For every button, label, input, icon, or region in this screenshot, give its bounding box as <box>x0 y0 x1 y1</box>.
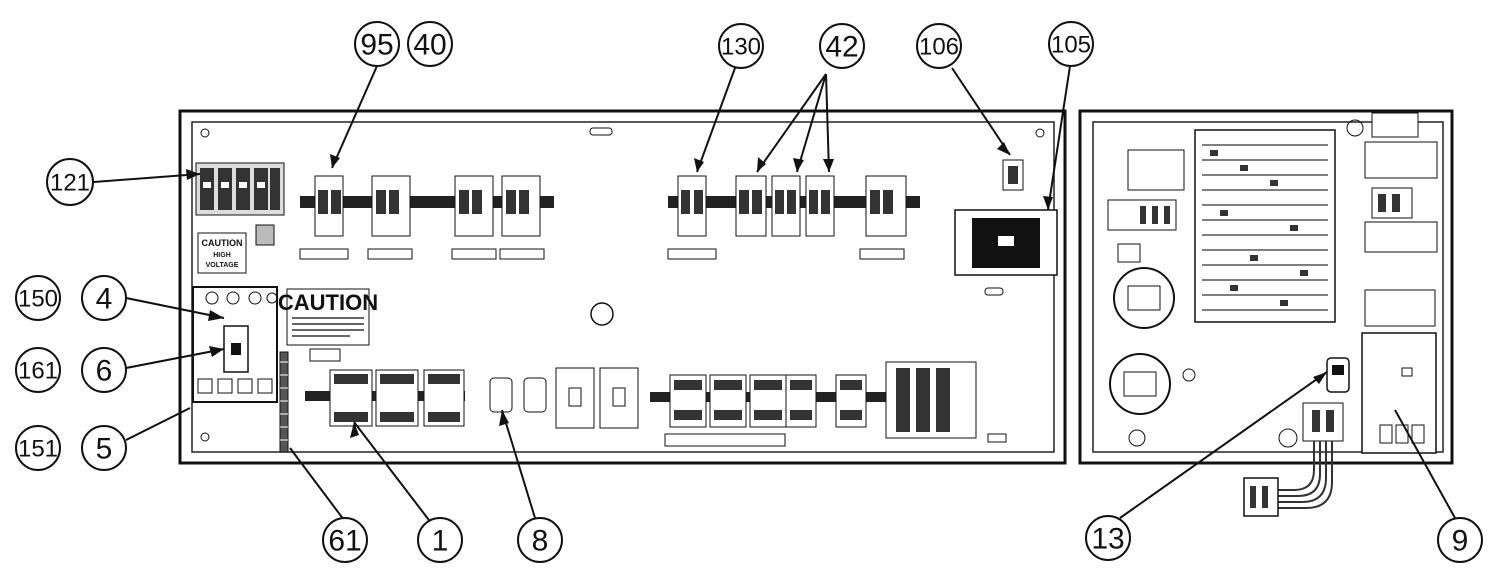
svg-text:9: 9 <box>1452 525 1469 558</box>
callout-105: 105 <box>1048 21 1094 67</box>
caution-decal-large: CAUTION <box>278 288 378 362</box>
leader-lines <box>93 65 1456 529</box>
callout-130: 130 <box>718 23 764 69</box>
control-board <box>1107 112 1438 454</box>
leader-arrowheads <box>186 142 1327 438</box>
callout-151: 151 <box>15 425 61 471</box>
caution-decal-small: CAUTION HIGH VOLTAGE <box>197 232 247 274</box>
upper-right-din-rail <box>667 175 920 260</box>
callout-42: 42 <box>819 23 865 69</box>
svg-text:106: 106 <box>919 34 959 61</box>
svg-text:61: 61 <box>328 525 361 558</box>
svg-text:5: 5 <box>96 433 113 466</box>
callout-95: 95 <box>354 21 400 67</box>
callout-1: 1 <box>417 517 463 563</box>
lower-din-rail <box>305 361 1007 447</box>
terminal-block-121 <box>195 162 285 246</box>
callout-9: 9 <box>1437 517 1483 563</box>
caution-small-line2: VOLTAGE <box>206 262 239 269</box>
callout-8: 8 <box>517 517 563 563</box>
svg-text:161: 161 <box>18 358 58 385</box>
callout-13: 13 <box>1085 515 1131 561</box>
fuse-holder-106 <box>1002 159 1024 191</box>
svg-text:4: 4 <box>96 283 113 316</box>
svg-text:6: 6 <box>96 355 113 388</box>
callout-61: 61 <box>322 517 368 563</box>
caution-small-label: CAUTION <box>202 238 243 248</box>
callout-106: 106 <box>916 23 962 69</box>
ground-bar-61 <box>279 351 289 453</box>
svg-text:130: 130 <box>721 34 761 61</box>
svg-text:151: 151 <box>18 436 58 463</box>
svg-text:121: 121 <box>50 170 90 197</box>
svg-text:8: 8 <box>532 525 549 558</box>
callout-4: 4 <box>81 275 127 321</box>
callout-5: 5 <box>81 425 127 471</box>
caution-small-line1: HIGH <box>213 252 231 259</box>
svg-text:40: 40 <box>413 29 446 62</box>
svg-text:95: 95 <box>360 29 393 62</box>
svg-text:42: 42 <box>825 31 858 64</box>
transformer-105 <box>954 209 1058 276</box>
upper-din-rail <box>299 175 554 260</box>
callout-121: 121 <box>46 158 94 206</box>
svg-text:150: 150 <box>18 286 58 313</box>
caution-main-label: CAUTION <box>278 290 378 315</box>
svg-text:13: 13 <box>1091 523 1124 556</box>
wire-harness <box>1243 441 1333 517</box>
callout-6: 6 <box>81 347 127 393</box>
svg-text:1: 1 <box>432 525 449 558</box>
disconnect-switch <box>192 286 278 403</box>
callout-150: 150 <box>15 275 61 321</box>
svg-text:105: 105 <box>1051 32 1091 59</box>
callout-40: 40 <box>407 21 453 67</box>
callout-161: 161 <box>15 347 61 393</box>
